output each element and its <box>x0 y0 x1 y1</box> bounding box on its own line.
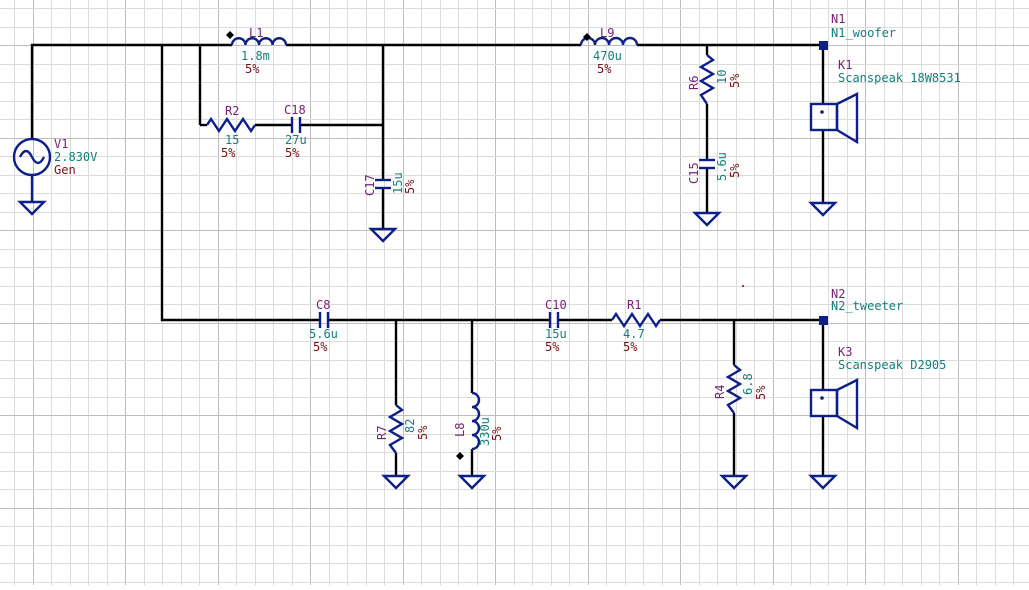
v1-value: 2.830V <box>54 150 97 164</box>
c17-tol: 5% <box>403 179 417 194</box>
v1-ref: V1 <box>54 137 68 151</box>
l1-tol: 5% <box>245 62 260 76</box>
polarity-dot-icon <box>226 31 234 39</box>
l8-inductor-symbol[interactable] <box>456 391 481 460</box>
l9-ref: L9 <box>600 26 614 40</box>
wires <box>30 43 825 476</box>
k3-speaker-symbol[interactable] <box>809 378 859 431</box>
stray-dot <box>742 285 744 287</box>
ground-icon <box>719 474 749 490</box>
l8-value: 330u <box>478 417 492 446</box>
r2-resistor-symbol[interactable] <box>206 116 256 134</box>
c10-value: 15u <box>545 327 567 341</box>
ground-icon <box>808 474 838 490</box>
c8-value: 5.6u <box>309 327 338 341</box>
ground-symbols <box>17 200 838 490</box>
r2-ref: R2 <box>225 104 239 118</box>
n1-label: N1_woofer <box>831 26 896 40</box>
ground-icon <box>692 211 722 227</box>
c18-tol: 5% <box>285 146 300 160</box>
l9-value: 470u <box>593 49 622 63</box>
r6-value: 10 <box>715 70 729 84</box>
l1-value: 1.8m <box>241 49 270 63</box>
c10-capacitor-symbol[interactable] <box>548 312 560 328</box>
c17-capacitor-symbol[interactable] <box>375 178 391 190</box>
r4-ref: R4 <box>713 385 727 399</box>
k3-model: Scanspeak D2905 <box>838 358 946 372</box>
r4-value: 6.8 <box>741 373 755 395</box>
r4-resistor-symbol[interactable] <box>725 364 743 414</box>
l1-inductor-symbol[interactable] <box>226 31 288 46</box>
r7-tol: 5% <box>416 425 430 440</box>
l9-tol: 5% <box>597 62 612 76</box>
v1-source-symbol[interactable] <box>12 137 52 201</box>
c10-ref: C10 <box>545 298 567 312</box>
k1-ref: K1 <box>838 58 852 72</box>
r6-tol: 5% <box>728 73 742 88</box>
n1-ref: N1 <box>831 12 845 26</box>
c15-value: 5.6u <box>715 152 729 181</box>
c10-tol: 5% <box>545 340 560 354</box>
c18-value: 27u <box>285 133 307 147</box>
v1-type: Gen <box>54 163 76 177</box>
r1-ref: R1 <box>627 298 641 312</box>
r6-resistor-symbol[interactable] <box>698 54 716 105</box>
polarity-dot-icon <box>583 33 591 41</box>
c18-capacitor-symbol[interactable] <box>290 117 302 133</box>
ground-icon <box>808 201 838 217</box>
n2-ref: N2 <box>831 287 845 301</box>
r7-ref: R7 <box>375 426 389 440</box>
polarity-dot-icon <box>456 452 464 460</box>
c8-capacitor-symbol[interactable] <box>318 312 330 328</box>
c17-ref: C17 <box>363 174 377 196</box>
ground-icon <box>17 200 47 216</box>
k1-speaker-symbol[interactable] <box>809 92 859 145</box>
n2-label: N2_tweeter <box>831 299 903 313</box>
l9-inductor-symbol[interactable] <box>579 33 639 46</box>
r6-ref: R6 <box>687 76 701 90</box>
c15-tol: 5% <box>728 163 742 178</box>
n1-node-marker[interactable] <box>819 41 828 50</box>
ground-icon <box>381 474 411 490</box>
c8-tol: 5% <box>313 340 328 354</box>
ground-icon <box>457 474 487 490</box>
r4-tol: 5% <box>754 385 768 400</box>
r1-tol: 5% <box>623 340 638 354</box>
r7-value: 82 <box>403 419 417 433</box>
l8-ref: L8 <box>453 423 467 437</box>
c15-capacitor-symbol[interactable] <box>699 158 715 170</box>
c18-ref: C18 <box>284 103 306 117</box>
r1-value: 4.7 <box>623 327 645 341</box>
ground-icon <box>368 227 398 243</box>
r1-resistor-symbol[interactable] <box>611 311 661 329</box>
r7-resistor-symbol[interactable] <box>387 404 405 454</box>
n2-node-marker[interactable] <box>819 316 828 325</box>
k1-model: Scanspeak 18W8531 <box>838 71 961 85</box>
k3-ref: K3 <box>838 345 852 359</box>
l1-ref: L1 <box>249 26 263 40</box>
c8-ref: C8 <box>316 298 330 312</box>
c15-ref: C15 <box>687 162 701 184</box>
c17-value: 15u <box>391 172 405 194</box>
r2-value: 15 <box>225 133 239 147</box>
l8-tol: 5% <box>490 426 504 441</box>
r2-tol: 5% <box>221 146 236 160</box>
